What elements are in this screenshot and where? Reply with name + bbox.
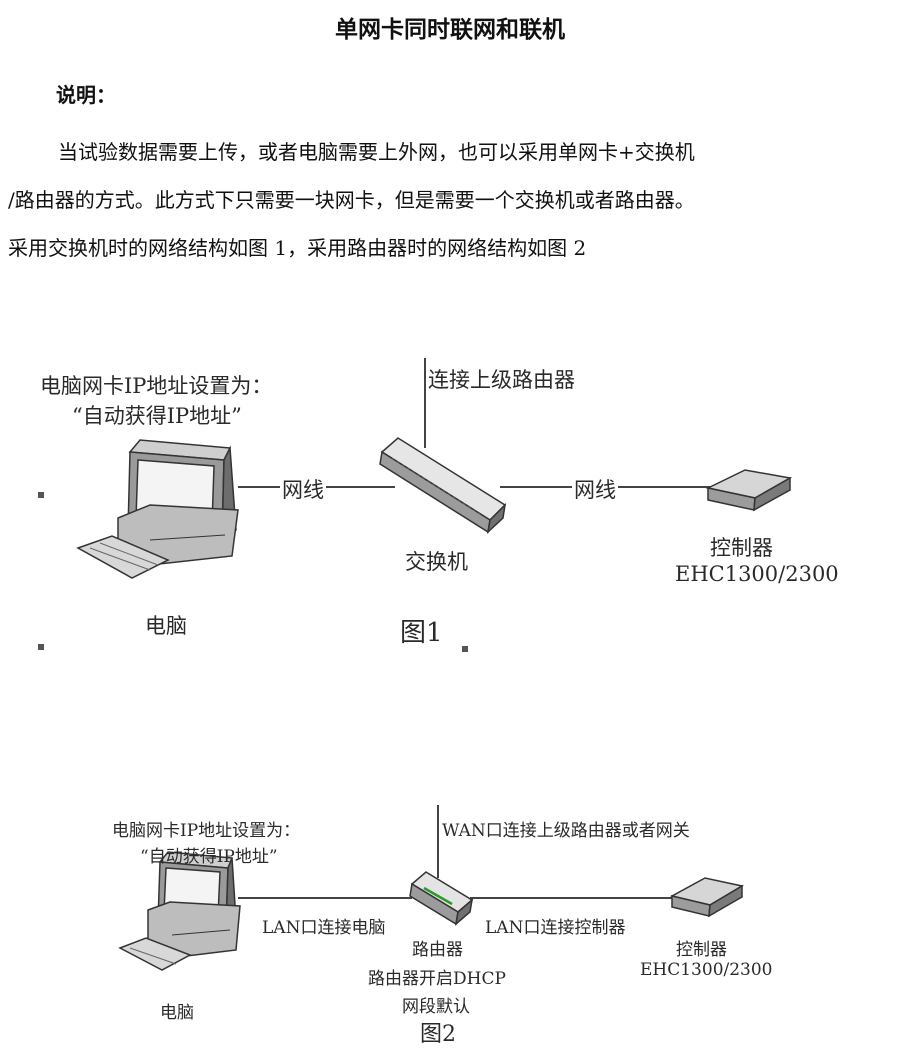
paragraph-line: 当试验数据需要上传，或者电脑需要上外网，也可以采用单网卡+交换机 <box>58 140 695 164</box>
document-title: 单网卡同时联网和联机 <box>335 17 565 43</box>
fig1-switch-label: 交换机 <box>405 550 468 574</box>
fig1-cable-right-label: 网线 <box>572 474 618 504</box>
intro-paragraph: 当试验数据需要上传，或者电脑需要上外网，也可以采用单网卡+交换机 /路由器的方式… <box>8 128 894 272</box>
anchor-marker <box>38 492 44 498</box>
fig2-controller-label: 控制器 <box>676 940 727 960</box>
fig2-controller-model: EHC1300/2300 <box>640 960 773 980</box>
fig2-router-icon <box>409 871 474 926</box>
fig1-controller-model: EHC1300/2300 <box>675 562 839 586</box>
fig1-controller-icon <box>705 469 793 512</box>
note-label: 说明： <box>56 83 116 107</box>
fig1-computer-icon <box>76 439 239 579</box>
paragraph-line: 采用交换机时的网络结构如图 1，采用路由器时的网络结构如图 2 <box>8 236 587 260</box>
fig1-pc-setting-line2: “自动获得IP地址” <box>72 404 242 428</box>
fig2-lan-controller-label: LAN口连接控制器 <box>485 918 626 938</box>
fig2-controller-icon <box>669 877 745 918</box>
fig2-caption: 图2 <box>420 1022 456 1047</box>
fig1-controller-label: 控制器 <box>710 536 773 560</box>
fig1-uplink-label: 连接上级路由器 <box>428 368 575 392</box>
fig2-pc-setting-line1: 电脑网卡IP地址设置为： <box>112 821 301 841</box>
fig1-pc-setting-line1: 电脑网卡IP地址设置为： <box>40 374 273 398</box>
fig2-dhcp-line1: 路由器开启DHCP <box>368 969 506 989</box>
fig2-pc-label: 电脑 <box>160 1003 194 1023</box>
fig2-wan-label: WAN口连接上级路由器或者网关 <box>442 821 690 841</box>
fig1-switch-icon <box>379 437 507 535</box>
fig1-caption: 图1 <box>400 618 443 648</box>
fig2-dhcp-line2: 网段默认 <box>402 997 470 1017</box>
fig2-router-label: 路由器 <box>412 940 463 960</box>
fig1-pc-label: 电脑 <box>145 614 187 638</box>
paragraph-line: /路由器的方式。此方式下只需要一块网卡，但是需要一个交换机或者路由器。 <box>8 188 695 212</box>
fig1-cable-left-label: 网线 <box>280 474 326 504</box>
anchor-marker <box>38 644 44 650</box>
fig2-pc-setting-line2: “自动获得IP地址” <box>140 847 278 867</box>
fig2-lan-pc-label: LAN口连接电脑 <box>262 918 386 938</box>
fig2-computer-icon <box>118 851 241 971</box>
anchor-marker <box>462 646 468 652</box>
